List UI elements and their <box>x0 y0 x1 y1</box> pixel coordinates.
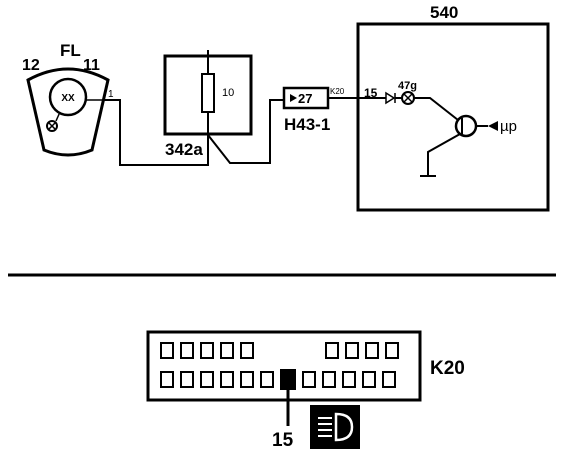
headlamp-pin-left: 12 <box>22 57 40 74</box>
transistor-icon <box>454 114 498 138</box>
module-label: 540 <box>430 3 458 22</box>
warning-lamp-label: 47g <box>398 80 417 92</box>
connector-h43-pin: 27 <box>298 91 312 106</box>
diode-icon <box>385 91 396 105</box>
warning-lamp-47g <box>401 91 415 105</box>
connector-h43-1: 27 H43-1 <box>282 86 330 134</box>
k20-top-right-cells <box>325 342 399 359</box>
connector-h43-label: H43-1 <box>284 115 330 134</box>
module-540: 540 15 47g µp <box>356 3 550 212</box>
headlamp-bulb <box>48 77 88 117</box>
fuse-box-label: 342a <box>165 140 203 159</box>
k20-pin-15 <box>280 369 296 390</box>
ground-wire <box>427 133 461 176</box>
wire-fusebox-h43 <box>207 99 284 164</box>
headlamp-pin-right: 11 <box>83 57 100 74</box>
processor-label: µp <box>500 118 517 135</box>
fuse-10 <box>201 73 215 113</box>
headlamp-label: FL <box>60 41 81 60</box>
fuse-box-342a: 10 342a <box>163 54 253 159</box>
k20-pin-label: 15 <box>272 430 294 451</box>
headlamp-bulb-mark: XX <box>61 93 75 104</box>
k20-top-left-cells <box>160 342 254 359</box>
k20-bottom-cells <box>160 369 396 390</box>
headlamp-fl: XX FL 12 11 1 <box>22 41 114 157</box>
connector-k20: K20 15 <box>146 330 465 451</box>
headlamp-pin-out: 1 <box>108 89 114 100</box>
module-connector-tag: K20 <box>330 87 345 96</box>
k20-label: K20 <box>430 358 465 379</box>
side-lamp-icon <box>46 120 58 132</box>
module-pin: 15 <box>364 86 378 100</box>
connector-arrow-icon <box>290 94 297 102</box>
headlamp-warning-icon <box>310 405 360 449</box>
fuse-label: 10 <box>222 87 234 99</box>
